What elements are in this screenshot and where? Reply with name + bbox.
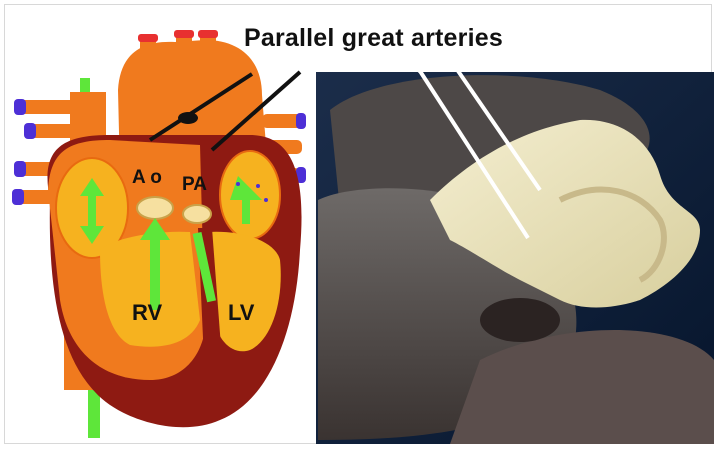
photo-vessel-shadow: [480, 298, 560, 342]
photo-probe-top: [395, 50, 420, 72]
figure-title: Parallel great arteries: [244, 24, 503, 53]
